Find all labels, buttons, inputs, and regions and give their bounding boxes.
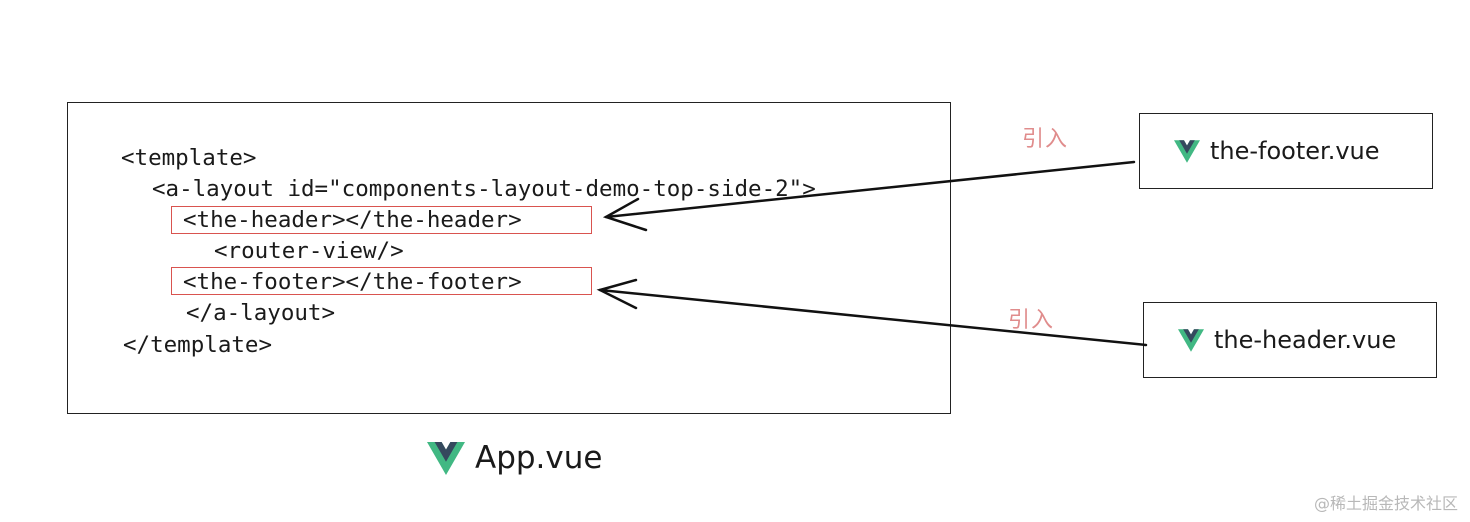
code-line-router-view: <router-view/> [214,238,404,264]
header-import-arrow-line [598,288,1148,347]
watermark: @稀土掘金技术社区 [1313,494,1458,513]
vue-logo-icon [427,441,465,475]
code-line-template-open: <template> [121,145,257,171]
footer-import-arrowhead [602,197,648,232]
code-line-the-footer: <the-footer></the-footer> [183,269,522,295]
vue-logo-icon [1178,328,1204,352]
code-line-a-layout-open: <a-layout id="components-layout-demo-top… [152,176,816,202]
the-footer-vue-filename: the-footer.vue [1210,137,1380,165]
app-vue-filename: App.vue [475,440,603,476]
the-footer-vue-file-box: the-footer.vue [1139,113,1433,189]
app-template-code-panel [67,102,951,414]
the-header-vue-file-box: the-header.vue [1143,302,1437,378]
the-header-vue-filename: the-header.vue [1214,326,1397,354]
app-vue-label: App.vue [427,440,602,476]
vue-logo-icon [1174,139,1200,163]
footer-import-arrow-line [604,160,1136,219]
the-header-highlight-box [171,206,592,234]
code-line-the-header: <the-header></the-header> [183,207,522,233]
the-footer-highlight-box [171,267,592,295]
code-line-a-layout-close: </a-layout> [186,300,336,326]
code-line-template-close: </template> [123,332,273,358]
import-label-top: 引入 [1022,127,1069,152]
import-label-bottom: 引入 [1008,308,1055,333]
header-import-arrowhead [596,278,638,310]
